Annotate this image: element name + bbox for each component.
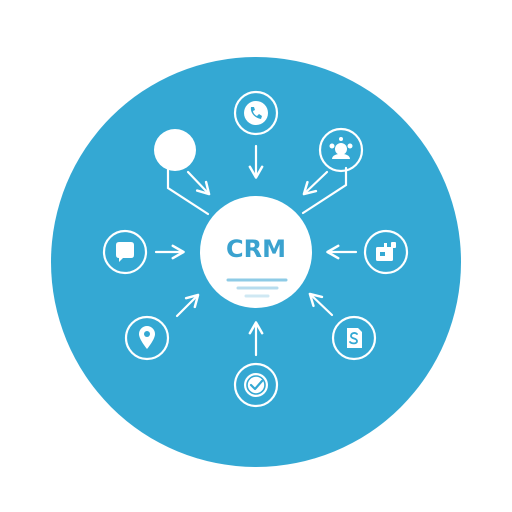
location-pin-icon xyxy=(124,315,170,361)
connector-avatar-arrow xyxy=(186,170,211,196)
support-icon xyxy=(318,127,364,173)
phone-icon xyxy=(233,90,279,136)
avatar-icon xyxy=(154,129,196,171)
connector-location xyxy=(175,293,200,318)
connectors xyxy=(154,144,358,357)
hub-label: CRM xyxy=(226,235,286,263)
connector-avatar-line xyxy=(166,168,210,216)
connector-document xyxy=(308,292,334,317)
connector-support-line xyxy=(301,166,348,215)
store-icon xyxy=(363,229,409,275)
document-icon xyxy=(331,315,377,361)
check-badge-icon xyxy=(233,362,279,408)
chat-icon xyxy=(102,229,148,275)
crm-hub: CRM xyxy=(200,196,312,308)
connector-support-arrow xyxy=(302,170,329,196)
